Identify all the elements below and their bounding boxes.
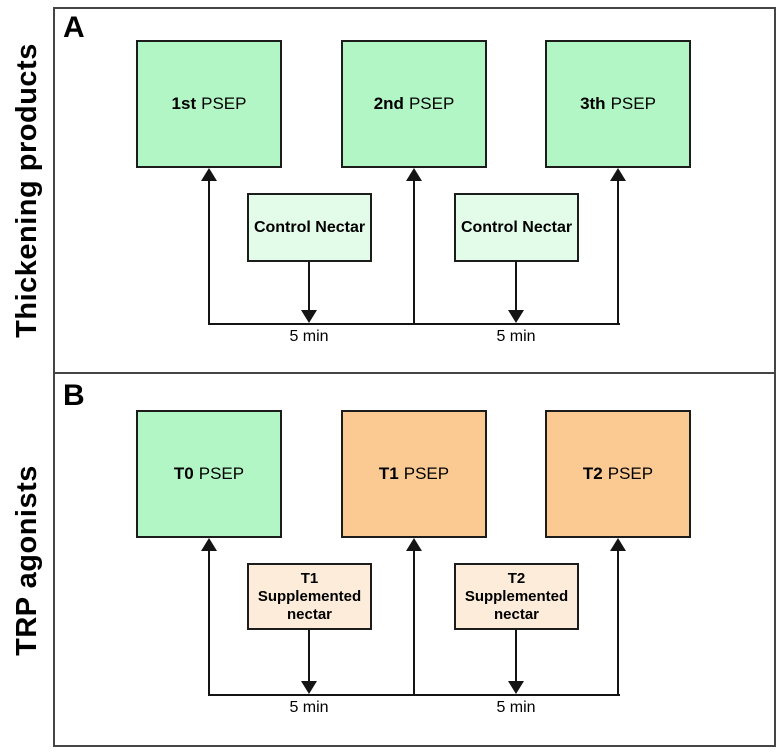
psep-prefix: T1: [378, 464, 399, 483]
psep-name: PSEP: [607, 464, 654, 483]
psep-name: PSEP: [610, 94, 656, 113]
arrow-shaft: [308, 262, 310, 312]
psep-prefix: T2: [582, 464, 603, 483]
side-label-thickening-products: Thickening products: [0, 7, 54, 374]
psep-prefix: 2nd: [373, 94, 404, 113]
nectar-line: T2: [507, 569, 526, 587]
arrowhead: [201, 168, 217, 181]
arrowhead: [610, 538, 626, 551]
timeline-line: [208, 694, 620, 696]
up-arrow-icon: [610, 168, 626, 323]
up-arrow-icon: [610, 538, 626, 694]
arrow-shaft: [413, 179, 415, 323]
down-arrow-icon: [508, 262, 524, 323]
arrowhead: [301, 681, 317, 694]
panel-a-letter: A: [63, 11, 85, 44]
psep-name: PSEP: [201, 94, 247, 113]
up-arrow-icon: [201, 168, 217, 323]
interval-label: 5 min: [289, 328, 329, 345]
arrow-shaft: [515, 630, 517, 683]
nectar-label: Control Nectar: [460, 218, 573, 236]
side-label-text: Thickening products: [10, 43, 43, 338]
down-arrow-icon: [301, 630, 317, 694]
nectar-line: Supplemented: [257, 587, 362, 605]
psep-prefix: T0: [173, 464, 194, 483]
arrow-shaft: [208, 549, 210, 694]
nectar-line: T1: [300, 569, 319, 587]
nectar-line: nectar: [286, 605, 333, 623]
up-arrow-icon: [201, 538, 217, 694]
side-label-text: TRP agonists: [10, 465, 43, 656]
arrowhead: [508, 310, 524, 323]
down-arrow-icon: [301, 262, 317, 323]
arrow-shaft: [617, 179, 619, 323]
panel-b-letter: B: [63, 379, 85, 412]
up-arrow-icon: [406, 538, 422, 694]
psep-name: PSEP: [198, 464, 245, 483]
arrowhead: [508, 681, 524, 694]
interval-label: 5 min: [496, 699, 536, 716]
psep-name: PSEP: [403, 464, 450, 483]
down-arrow-icon: [508, 630, 524, 694]
control-nectar-box-2: Control Nectar: [454, 193, 579, 262]
nectar-line: nectar: [493, 605, 540, 623]
up-arrow-icon: [406, 168, 422, 323]
nectar-line: Supplemented: [464, 587, 569, 605]
timeline-line: [208, 323, 620, 325]
psep-prefix: 3th: [580, 94, 606, 113]
arrow-shaft: [208, 179, 210, 323]
psep-name: PSEP: [408, 94, 455, 113]
arrowhead: [201, 538, 217, 551]
arrowhead: [406, 538, 422, 551]
arrow-shaft: [413, 549, 415, 694]
control-nectar-box-1: Control Nectar: [247, 193, 372, 262]
arrowhead: [610, 168, 626, 181]
supplemented-nectar-box-t2: T2 Supplemented nectar: [454, 563, 579, 630]
arrow-shaft: [308, 630, 310, 683]
nectar-label: Control Nectar: [253, 218, 366, 236]
interval-label: 5 min: [289, 699, 329, 716]
arrow-shaft: [617, 549, 619, 694]
psep-prefix: 1st: [171, 94, 197, 113]
interval-label: 5 min: [496, 328, 536, 345]
supplemented-nectar-box-t1: T1 Supplemented nectar: [247, 563, 372, 630]
arrowhead: [301, 310, 317, 323]
side-label-trp-agonists: TRP agonists: [0, 374, 54, 747]
arrowhead: [406, 168, 422, 181]
arrow-shaft: [515, 262, 517, 312]
